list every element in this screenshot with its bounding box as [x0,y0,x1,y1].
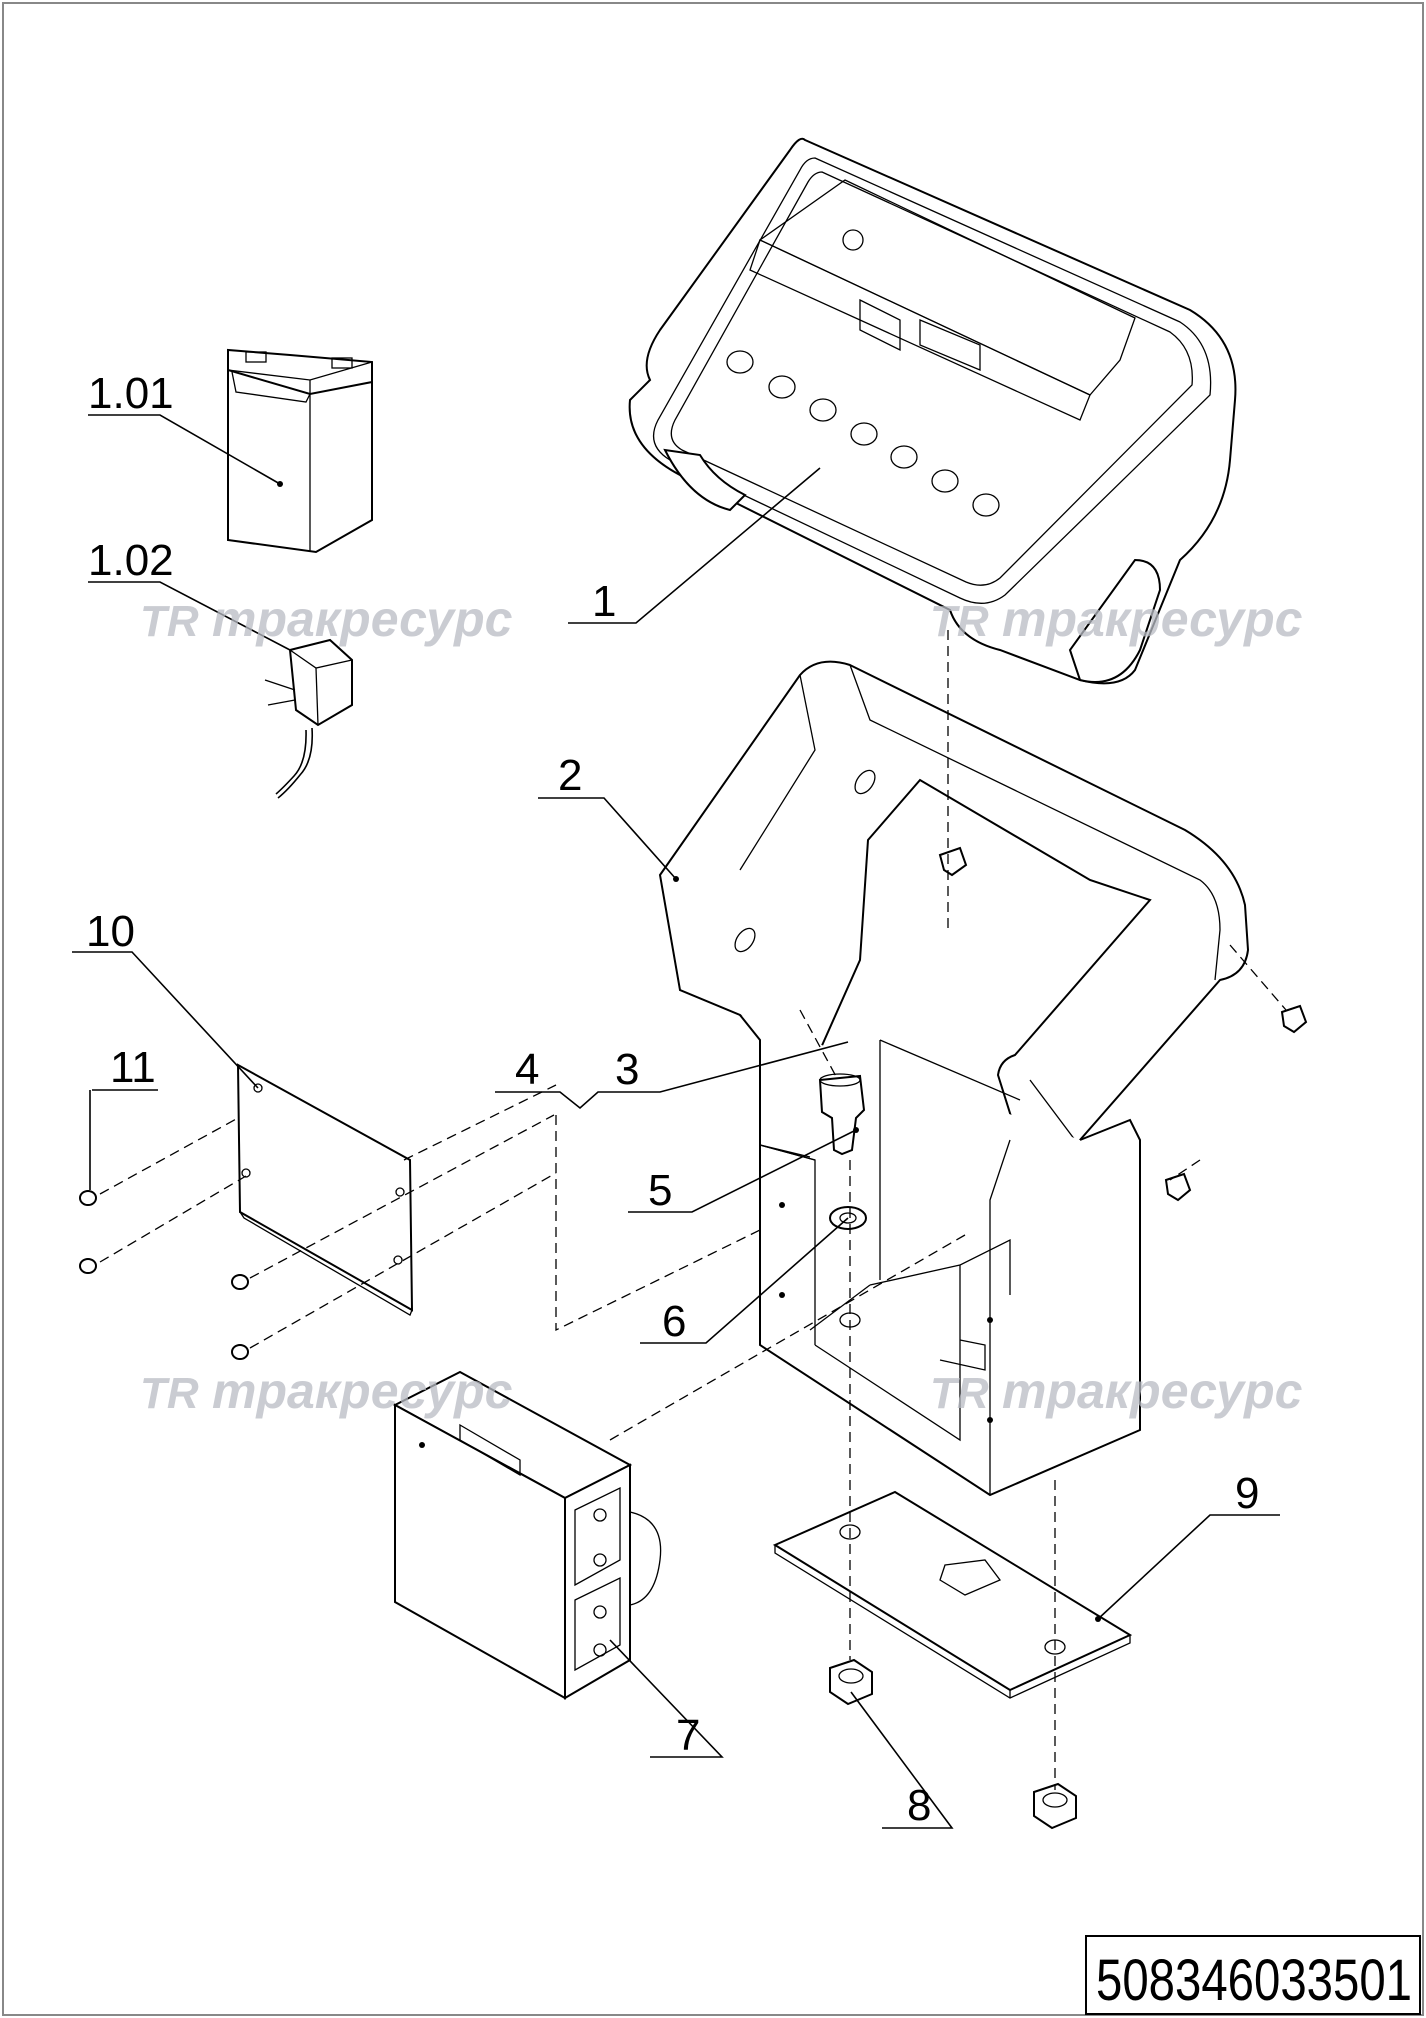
callout-labels: 1.01 1.02 1 2 3 4 5 6 7 8 9 10 11 [86,369,1259,1830]
callout-8: 8 [907,1781,931,1830]
callout-6: 6 [662,1297,686,1346]
watermark-logo: TR [930,1369,989,1418]
watermark-top-right: TR тракресурс [930,591,1303,647]
part-electronics-module [392,1370,662,1700]
callout-4: 4 [515,1045,539,1094]
watermark-top-left: TR тракресурс [140,591,513,647]
watermark-text: тракресурс [212,1363,513,1419]
watermark-logo: TR [930,597,989,646]
part-base-plate [772,1490,1133,1699]
part-cover-plate [236,1063,414,1316]
keypad-buttons [726,229,1000,517]
leader-lines [72,414,1280,1829]
watermark-text: тракресурс [1002,1363,1303,1419]
callout-2: 2 [558,751,582,800]
callout-1-01: 1.01 [88,369,174,418]
callout-7: 7 [676,1711,700,1760]
callout-9: 9 [1235,1469,1259,1518]
watermark-logo: TR [140,597,199,646]
part-battery [227,348,373,554]
watermark-bottom-left: TR тракресурс [140,1363,513,1419]
callout-1-02: 1.02 [88,536,174,585]
part-nuts [829,1658,1077,1830]
watermark-text: тракресурс [1002,591,1303,647]
part-top-bracket [658,660,1250,1162]
watermark-logo: TR [140,1369,199,1418]
assembly-dashed-lines [99,630,1287,1790]
callout-11: 11 [110,1043,156,1092]
part-bolt [818,1073,866,1156]
document-number-box: 508346033501 [1085,1935,1421,2015]
callout-10: 10 [86,907,135,956]
callout-3: 3 [615,1045,639,1094]
part-small-screws [79,1190,249,1360]
part-indicator-housing [628,137,1237,685]
watermark-bottom-right: TR тракресурс [930,1363,1303,1419]
watermark-text: тракресурс [212,591,513,647]
callout-5: 5 [648,1166,672,1215]
callout-1: 1 [592,577,616,626]
document-number: 508346033501 [1096,1948,1412,2013]
part-power-adapter [264,638,353,799]
